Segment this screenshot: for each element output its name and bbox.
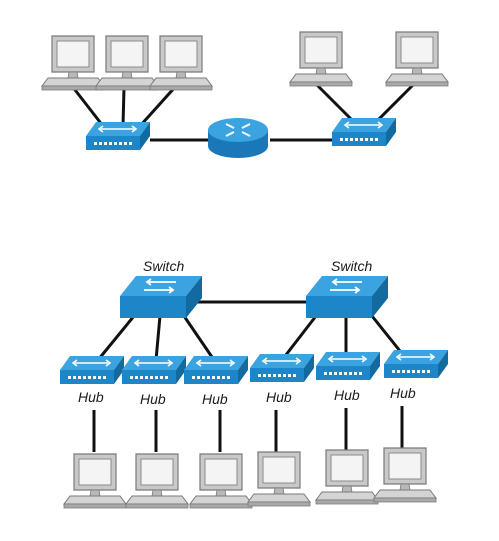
hub-icon [183, 355, 249, 385]
hub-icon [315, 351, 381, 381]
bottom-network: Switch Switch Hub Hub Hub Hub Hub Hub [59, 258, 449, 509]
switch-icon-left [85, 121, 151, 151]
core-switch-icon-right [305, 275, 389, 319]
link-core-hub4 [280, 315, 318, 361]
link-core-hub1 [96, 315, 136, 361]
hub-label: Hub [140, 391, 166, 407]
hub-label: Hub [78, 389, 104, 405]
link-pc1-switch [70, 85, 105, 127]
hub-label: Hub [334, 387, 360, 403]
computer-icon [289, 31, 353, 87]
link-core-hub3 [182, 315, 216, 361]
link-pc2-switch [121, 87, 126, 127]
computer-icon [247, 451, 311, 507]
link-core-hub2 [154, 315, 162, 361]
hub-icon [59, 355, 125, 385]
computer-icon [63, 453, 127, 509]
computer-icon [315, 449, 379, 505]
bottom-links [92, 300, 406, 452]
hub-label: Hub [202, 391, 228, 407]
link-pc5-switch [376, 82, 416, 122]
hub-icon [249, 353, 315, 383]
link-core-hub6 [370, 315, 406, 357]
hub-icon [121, 355, 187, 385]
computer-icon [149, 35, 213, 91]
switch-label-left: Switch [143, 258, 184, 274]
computer-icon [95, 35, 159, 91]
link-pc4-switch [314, 82, 354, 122]
switch-icon-right [331, 117, 397, 147]
computer-icon [41, 35, 105, 91]
core-switch-icon-left [119, 275, 203, 319]
computer-icon [385, 31, 449, 87]
link-pc3-switch [138, 84, 178, 128]
switch-label-right: Switch [331, 258, 372, 274]
router-icon [207, 117, 269, 159]
hub-label: Hub [390, 385, 416, 401]
hub-label: Hub [266, 389, 292, 405]
computer-icon [373, 447, 437, 503]
hub-icon [383, 349, 449, 379]
computer-icon [189, 453, 253, 509]
top-network [41, 31, 449, 159]
computer-icon [125, 453, 189, 509]
top-links [70, 82, 416, 142]
